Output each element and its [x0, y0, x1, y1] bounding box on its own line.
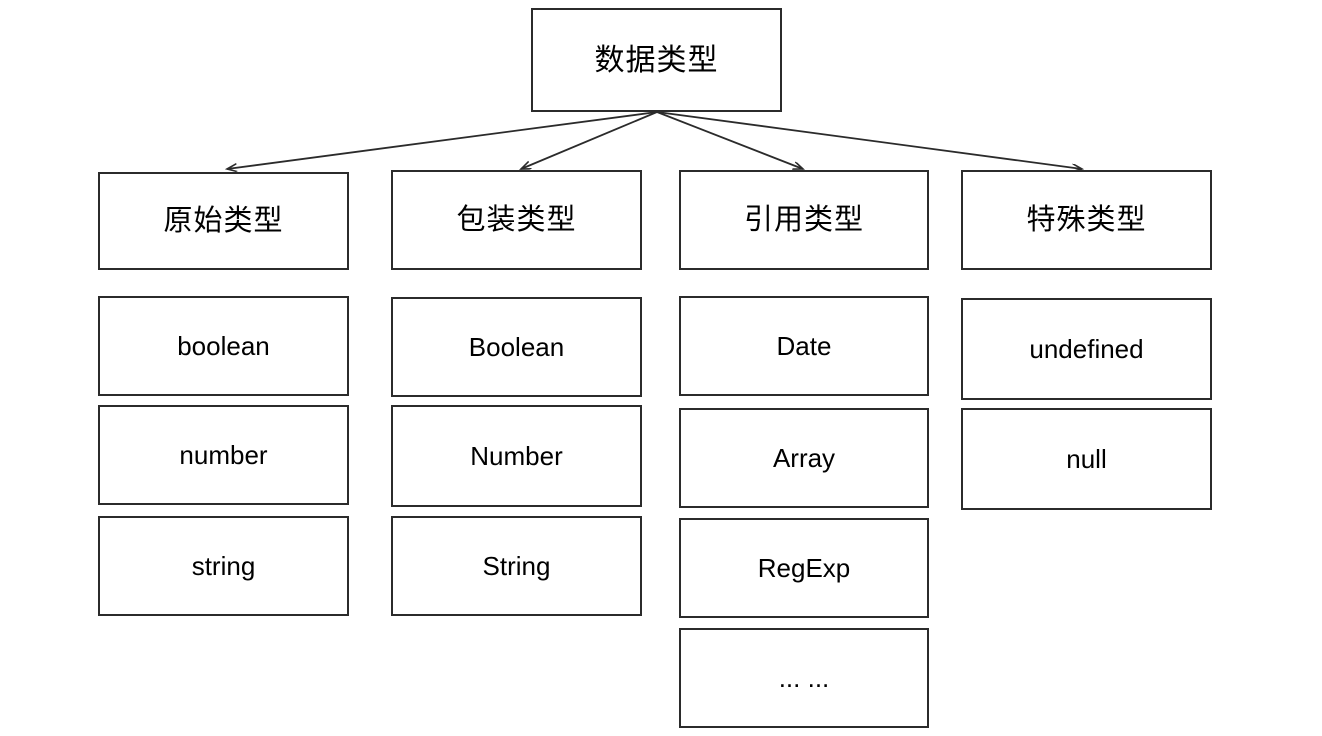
leaf-node-string-label: String — [482, 550, 551, 581]
leaf-node-null[interactable]: null — [961, 408, 1212, 510]
leaf-node-boolean-label: Boolean — [468, 331, 565, 362]
arrow-数据类型-to-引用类型 — [656, 111, 803, 169]
leaf-node-ellipsis-ellipsis-label: ... ... — [778, 662, 830, 693]
leaf-node-number-label: number — [179, 439, 268, 470]
leaf-node-date[interactable]: Date — [679, 296, 929, 396]
arrow-数据类型-to-特殊类型 — [656, 111, 1082, 169]
leaf-node-string-label: string — [191, 550, 256, 581]
arrow-数据类型-to-原始类型 — [227, 111, 658, 169]
leaf-node-number[interactable]: Number — [391, 405, 642, 507]
leaf-node-undefined[interactable]: undefined — [961, 298, 1212, 400]
leaf-node-string[interactable]: string — [98, 516, 349, 616]
root-node-数据类型-label: 数据类型 — [594, 42, 719, 78]
leaf-node-array-label: Array — [772, 442, 836, 473]
root-node-数据类型[interactable]: 数据类型 — [531, 8, 782, 112]
category-node-原始类型-label: 原始类型 — [163, 203, 284, 238]
category-node-原始类型[interactable]: 原始类型 — [98, 172, 349, 270]
leaf-node-regexp-label: RegExp — [757, 552, 851, 583]
leaf-node-boolean-label: boolean — [177, 330, 270, 361]
category-node-包装类型-label: 包装类型 — [456, 202, 577, 237]
connector-arrows — [227, 111, 1082, 169]
leaf-node-null-label: null — [1066, 443, 1107, 474]
leaf-node-ellipsis-ellipsis[interactable]: ... ... — [679, 628, 929, 728]
arrow-数据类型-to-包装类型 — [521, 111, 658, 169]
leaf-node-undefined-label: undefined — [1029, 333, 1144, 364]
category-node-引用类型[interactable]: 引用类型 — [679, 170, 929, 270]
leaf-node-number-label: Number — [470, 440, 563, 471]
category-node-特殊类型[interactable]: 特殊类型 — [961, 170, 1212, 270]
leaf-node-boolean[interactable]: Boolean — [391, 297, 642, 397]
leaf-node-string[interactable]: String — [391, 516, 642, 616]
leaf-node-regexp[interactable]: RegExp — [679, 518, 929, 618]
leaf-node-boolean[interactable]: boolean — [98, 296, 349, 396]
leaf-node-date-label: Date — [776, 330, 832, 361]
category-node-特殊类型-label: 特殊类型 — [1026, 202, 1147, 237]
leaf-node-number[interactable]: number — [98, 405, 349, 505]
leaf-node-array[interactable]: Array — [679, 408, 929, 508]
category-node-引用类型-label: 引用类型 — [743, 202, 864, 237]
category-node-包装类型[interactable]: 包装类型 — [391, 170, 642, 270]
